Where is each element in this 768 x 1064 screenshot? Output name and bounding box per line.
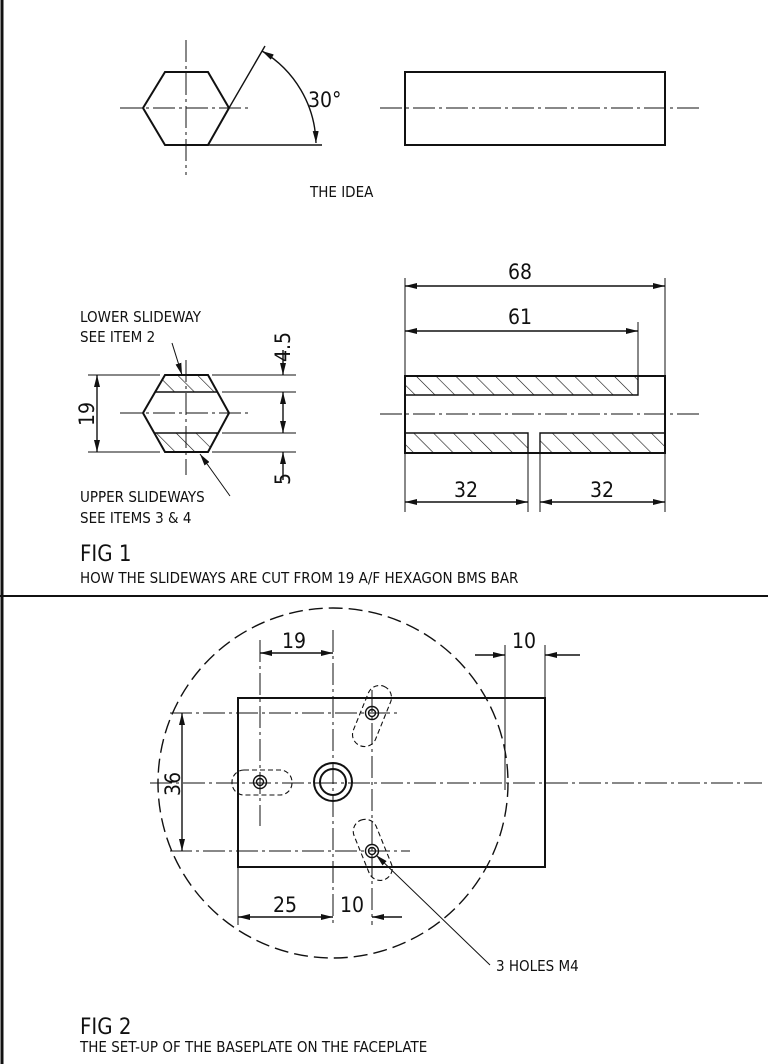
dim-36-label: 36 [161, 772, 185, 796]
holes-label: 3 HOLES M4 [496, 957, 579, 975]
leader-line [199, 453, 231, 497]
dim-25-label: 25 [273, 893, 297, 917]
fig1-caption: HOW THE SLIDEWAYS ARE CUT FROM 19 A/F HE… [80, 569, 518, 587]
leader-line [375, 854, 491, 966]
slot [352, 818, 393, 881]
idea-view: 30° THE IDEA [120, 40, 700, 201]
idea-caption: THE IDEA [309, 183, 374, 201]
angle-arc [261, 50, 319, 144]
fig1-bar-side-view: 68 61 32 32 [380, 260, 700, 512]
dim-10-bottom-label: 10 [340, 893, 364, 917]
lower-slideway-label: LOWER SLIDEWAY [80, 308, 202, 326]
m4-hole [364, 843, 380, 859]
fig1-title: FIG 1 [80, 542, 131, 567]
slot [351, 684, 393, 748]
dim-61-label: 61 [508, 305, 532, 329]
dim-19-label: 19 [282, 629, 306, 653]
leader-line [171, 342, 183, 376]
fig2-caption: THE SET-UP OF THE BASEPLATE ON THE FACEP… [79, 1038, 427, 1056]
m4-hole [252, 774, 268, 790]
center-boss [313, 762, 353, 802]
fig2-title: FIG 2 [80, 1015, 131, 1040]
dim-19-label: 19 [75, 402, 99, 426]
angle-label: 30° [308, 88, 341, 112]
dim-10-top-label: 10 [512, 629, 536, 653]
dim-32-left-label: 32 [454, 478, 478, 502]
upper-slideways-items: SEE ITEMS 3 & 4 [80, 509, 191, 527]
dim-68-label: 68 [508, 260, 532, 284]
lower-slideway-item: SEE ITEM 2 [80, 328, 155, 346]
fig2-baseplate-view: 19 10 36 25 10 3 HOLES M4 [150, 607, 762, 975]
fig1-hexagon-section: 19 4.5 5 LOWER SLIDEWAY SEE ITEM 2 UPPER… [75, 308, 296, 527]
upper-slideways-label: UPPER SLIDEWAYS [80, 488, 205, 506]
dim-4-5-label: 4.5 [271, 332, 295, 362]
angle-line [228, 45, 266, 109]
slot [231, 769, 293, 796]
dim-5-label: 5 [271, 473, 295, 485]
dim-32-right-label: 32 [590, 478, 614, 502]
m4-hole [364, 705, 380, 721]
